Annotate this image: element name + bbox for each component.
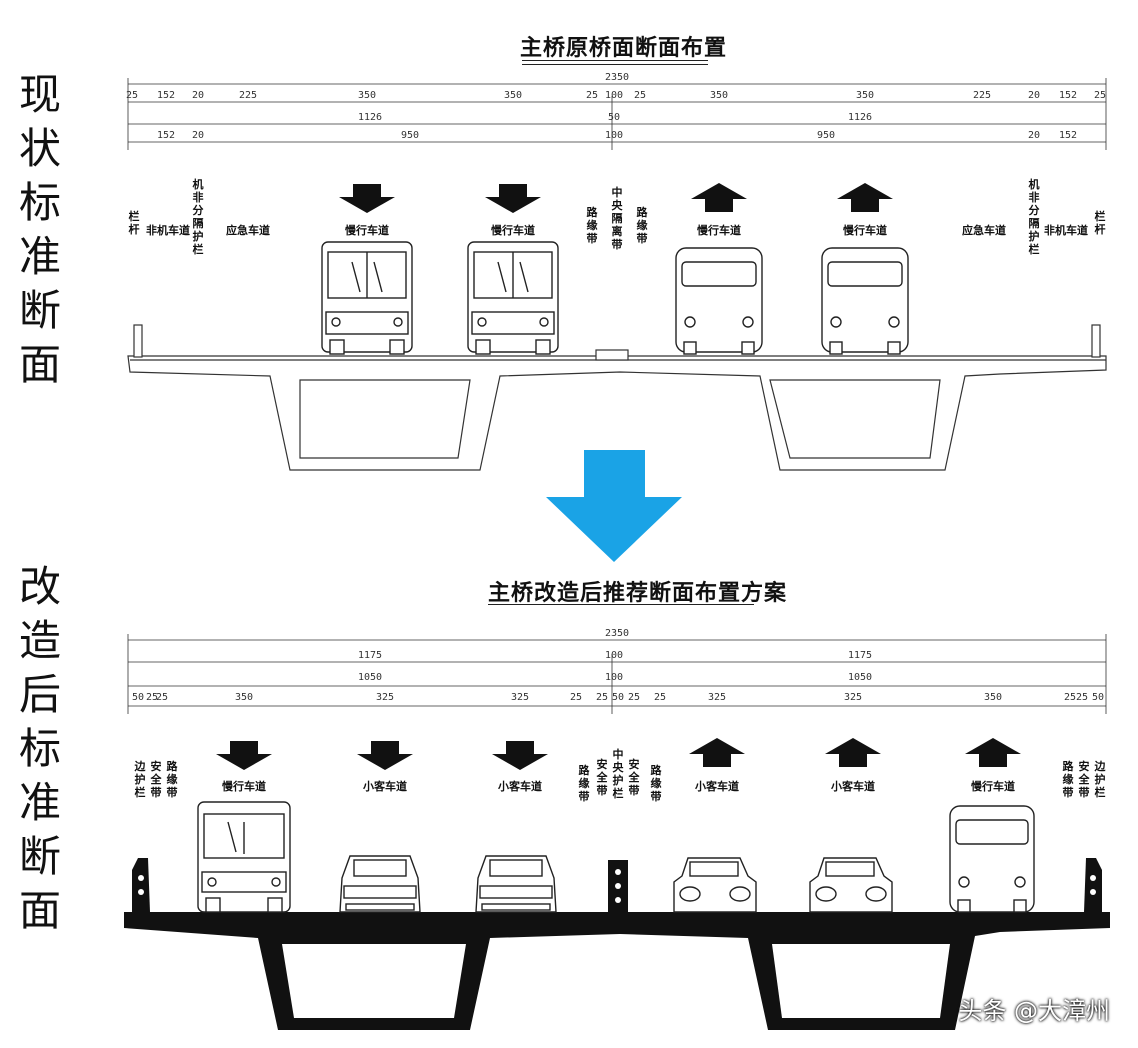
bottom-lane4-label: 小客车道 <box>695 780 739 793</box>
bottom-lane6-label: 慢行车道 <box>971 780 1015 793</box>
bottom-vehicles <box>197 801 1035 913</box>
bottom-title-underline <box>488 604 754 605</box>
top-lane2-label: 慢行车道 <box>491 224 535 237</box>
bottom-curb-mid-left-label: 路缘带 <box>578 764 590 803</box>
top-lane4-label: 慢行车道 <box>843 224 887 237</box>
bottom-curb-mid-right-label: 路缘带 <box>650 764 662 803</box>
bottom-rail-left-label: 边护栏 <box>134 760 146 799</box>
existing-section-label: 现状标准断面 <box>18 70 61 389</box>
bus-lane3 <box>675 247 763 355</box>
top-nonmotor-right-label: 非机车道 <box>1044 224 1088 237</box>
top-girder <box>127 324 1107 471</box>
bottom-bus-lane6 <box>949 805 1035 913</box>
top-vehicles <box>321 241 909 355</box>
bottom-title: 主桥改造后推荐断面布置方案 <box>488 580 788 606</box>
bottom-dimension-lines <box>127 634 1107 714</box>
bottom-median-label: 中央护栏 <box>612 748 624 800</box>
top-lane3-label: 慢行车道 <box>697 224 741 237</box>
bus-lane2 <box>467 241 559 355</box>
top-rail-left-label: 栏杆 <box>128 210 140 236</box>
top-title: 主桥原桥面断面布置 <box>520 35 728 61</box>
bus-lane1 <box>321 241 413 355</box>
bottom-lane3-label: 小客车道 <box>498 780 542 793</box>
bottom-safety-left-label: 安全带 <box>150 760 162 799</box>
bottom-safety-right-label: 安全带 <box>1078 760 1090 799</box>
bottom-rail-right-label: 边护栏 <box>1094 760 1106 799</box>
bottom-bus-lane1 <box>197 801 291 913</box>
modified-section-label: 改造后标准断面 <box>18 562 61 935</box>
top-rail-right-label: 栏杆 <box>1094 210 1106 236</box>
top-dimension-lines <box>127 78 1107 150</box>
bottom-safety-mid-left-label: 安全带 <box>596 758 608 797</box>
barrier-holes <box>138 869 1096 903</box>
top-title-underline <box>522 60 708 61</box>
top-curb-left-label: 路缘带 <box>586 206 598 245</box>
transition-arrow <box>546 450 682 562</box>
top-title-underline-2 <box>522 64 708 65</box>
car-lane5 <box>809 857 893 913</box>
bottom-girder-voids <box>282 944 950 1018</box>
watermark: 头条 @大漳州 <box>958 997 1110 1025</box>
bottom-curb-left-label: 路缘带 <box>166 760 178 799</box>
top-median-label: 中央隔离带 <box>611 186 623 251</box>
car-lane2 <box>339 855 421 913</box>
top-separator-right-label: 机非分隔护栏 <box>1028 178 1040 256</box>
top-nonmotor-left-label: 非机车道 <box>146 224 190 237</box>
top-emergency-left-label: 应急车道 <box>226 224 270 237</box>
bottom-curb-right-label: 路缘带 <box>1062 760 1074 799</box>
car-lane4 <box>673 857 757 913</box>
bottom-lane5-label: 小客车道 <box>831 780 875 793</box>
top-separator-left-label: 机非分隔护栏 <box>192 178 204 256</box>
bus-lane4 <box>821 247 909 355</box>
car-lane3 <box>475 855 557 913</box>
top-curb-right-label: 路缘带 <box>636 206 648 245</box>
top-lane1-label: 慢行车道 <box>345 224 389 237</box>
bottom-lane1-label: 慢行车道 <box>222 780 266 793</box>
bottom-lane2-label: 小客车道 <box>363 780 407 793</box>
bottom-safety-mid-right-label: 安全带 <box>628 758 640 797</box>
top-emergency-right-label: 应急车道 <box>962 224 1006 237</box>
